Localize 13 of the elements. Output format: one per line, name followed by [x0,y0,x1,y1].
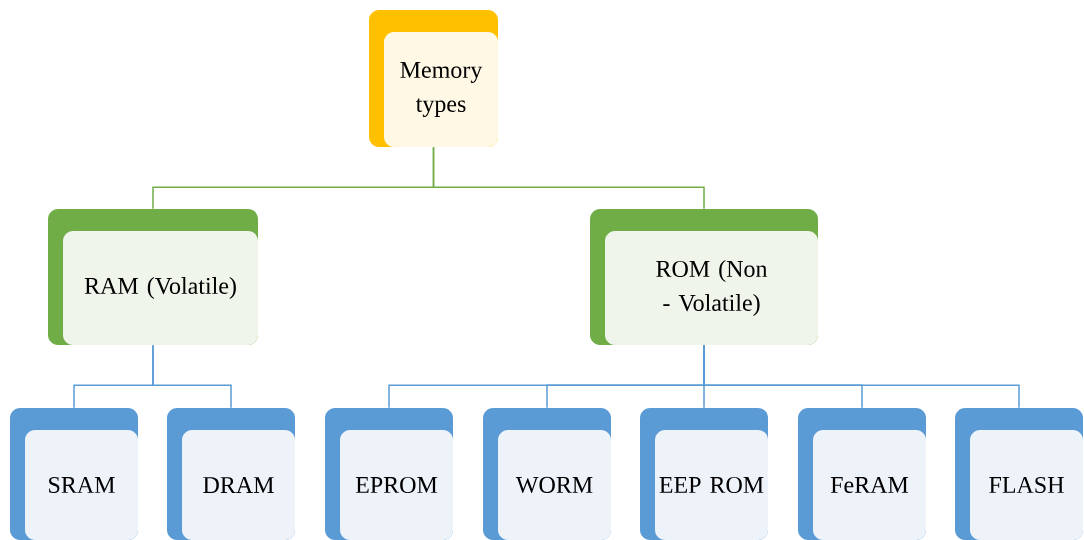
connector [703,344,1020,409]
memory-box: SRAM [10,408,138,540]
memory-box: DRAM [167,408,295,540]
memory-box: FLASH [955,408,1083,540]
connector [152,344,232,409]
category-box: RAM (Volatile) [48,209,258,345]
category-box: ROM (Non - Volatile) [590,209,818,345]
connector [432,146,705,210]
memory-box: WORM [483,408,611,540]
memory-box: FeRAM [798,408,926,540]
memory-box: EPROM [325,408,453,540]
memory-box: EEP ROM [640,408,768,540]
root-box: Memory types [369,10,498,147]
